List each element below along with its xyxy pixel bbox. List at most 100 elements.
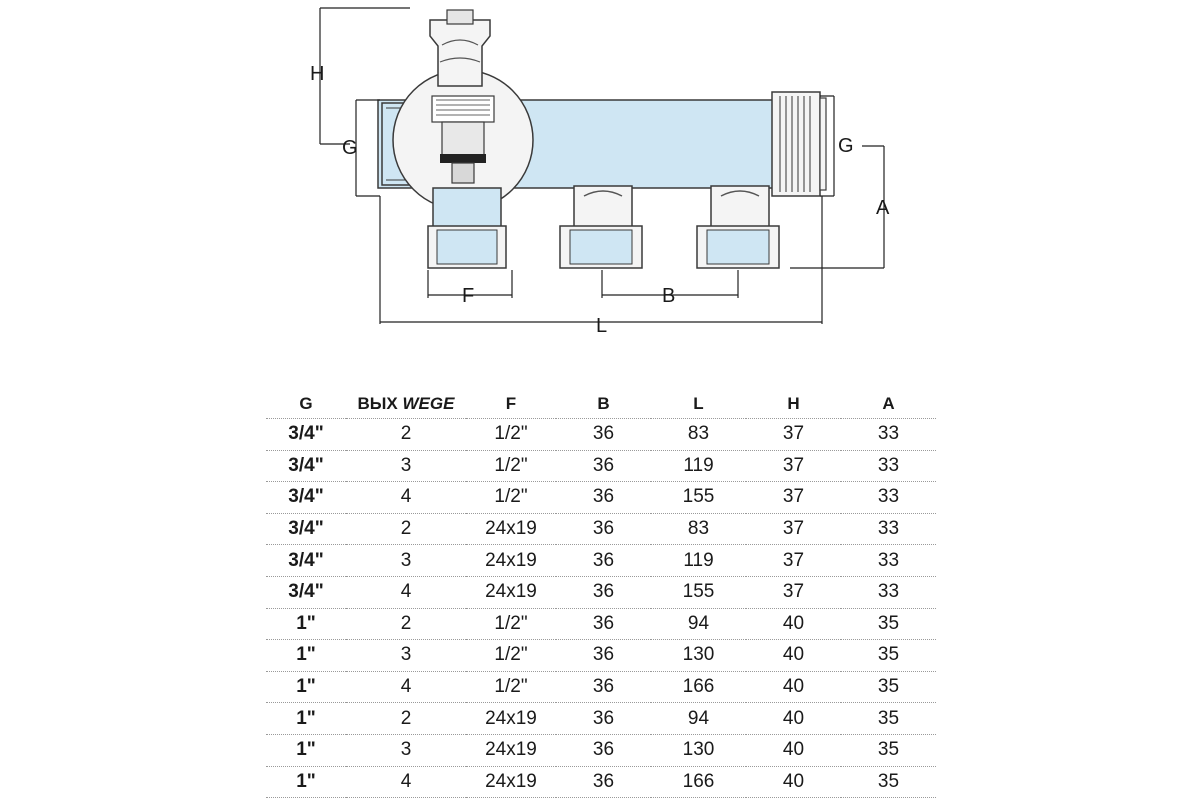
cell-a: 35	[841, 671, 936, 704]
cell-g: 1"	[266, 608, 346, 641]
cell-h: 40	[746, 671, 841, 704]
cell-a: 33	[841, 481, 936, 514]
cell-f: 1/2"	[466, 418, 556, 451]
outlet-1	[427, 187, 507, 269]
cell-outputs: 4	[346, 576, 466, 609]
cell-b: 36	[556, 608, 651, 641]
cell-a: 35	[841, 639, 936, 672]
table-header-row: G ВЫХ WEGE F B L H A	[266, 390, 936, 419]
cell-f: 24x19	[466, 734, 556, 767]
cell-b: 36	[556, 544, 651, 577]
cell-h: 40	[746, 734, 841, 767]
cell-f: 24x19	[466, 702, 556, 735]
cell-f: 1/2"	[466, 671, 556, 704]
cell-b: 36	[556, 639, 651, 672]
cell-g: 3/4"	[266, 544, 346, 577]
cell-l: 130	[651, 639, 746, 672]
header-f: F	[466, 390, 556, 419]
cell-h: 40	[746, 608, 841, 641]
cell-f: 1/2"	[466, 450, 556, 483]
outlet-2	[559, 185, 643, 269]
cell-outputs: 4	[346, 671, 466, 704]
cell-l: 155	[651, 481, 746, 514]
cell-b: 36	[556, 513, 651, 546]
cell-f: 24x19	[466, 766, 556, 799]
cell-outputs: 4	[346, 481, 466, 514]
cell-h: 40	[746, 766, 841, 799]
cell-f: 1/2"	[466, 608, 556, 641]
cell-h: 37	[746, 576, 841, 609]
right-thread	[771, 91, 827, 197]
cell-b: 36	[556, 576, 651, 609]
header-b: B	[556, 390, 651, 419]
header-l: L	[651, 390, 746, 419]
header-outputs-prefix: ВЫХ	[357, 394, 398, 413]
cell-a: 35	[841, 766, 936, 799]
cell-b: 36	[556, 450, 651, 483]
cell-f: 1/2"	[466, 639, 556, 672]
cell-l: 83	[651, 418, 746, 451]
valve-cap	[429, 9, 491, 87]
cell-outputs: 4	[346, 766, 466, 799]
cell-h: 37	[746, 450, 841, 483]
header-outputs-italic: WEGE	[402, 394, 455, 413]
header-outputs: ВЫХ WEGE	[346, 390, 466, 419]
cell-a: 33	[841, 544, 936, 577]
cell-f: 24x19	[466, 544, 556, 577]
cell-l: 119	[651, 544, 746, 577]
cell-b: 36	[556, 734, 651, 767]
outlet-3	[696, 185, 780, 269]
cell-g: 3/4"	[266, 418, 346, 451]
cell-outputs: 2	[346, 418, 466, 451]
dimension-lines	[319, 7, 885, 324]
label-h: H	[310, 63, 324, 85]
cell-g: 1"	[266, 734, 346, 767]
cell-f: 24x19	[466, 576, 556, 609]
label-b: B	[662, 285, 675, 307]
label-f: F	[462, 285, 474, 307]
cell-l: 94	[651, 702, 746, 735]
cell-g: 3/4"	[266, 513, 346, 546]
cell-a: 33	[841, 576, 936, 609]
cell-l: 83	[651, 513, 746, 546]
cell-g: 3/4"	[266, 576, 346, 609]
cell-h: 37	[746, 481, 841, 514]
cell-outputs: 3	[346, 734, 466, 767]
cell-g: 3/4"	[266, 450, 346, 483]
header-h: H	[746, 390, 841, 419]
cell-g: 1"	[266, 671, 346, 704]
cell-h: 37	[746, 513, 841, 546]
cell-a: 33	[841, 513, 936, 546]
cell-a: 33	[841, 450, 936, 483]
label-a: A	[876, 197, 890, 219]
manifold-diagram: H G G A F B L	[310, 7, 890, 337]
cell-outputs: 2	[346, 608, 466, 641]
cell-outputs: 2	[346, 702, 466, 735]
cell-outputs: 3	[346, 639, 466, 672]
cell-b: 36	[556, 766, 651, 799]
cell-g: 1"	[266, 639, 346, 672]
header-a: A	[841, 390, 936, 419]
cell-f: 1/2"	[466, 481, 556, 514]
valve-internals	[431, 95, 495, 184]
cell-l: 119	[651, 450, 746, 483]
cell-h: 40	[746, 702, 841, 735]
cell-g: 1"	[266, 766, 346, 799]
cell-l: 130	[651, 734, 746, 767]
cell-l: 94	[651, 608, 746, 641]
cell-f: 24x19	[466, 513, 556, 546]
header-g: G	[266, 390, 346, 419]
cell-outputs: 2	[346, 513, 466, 546]
